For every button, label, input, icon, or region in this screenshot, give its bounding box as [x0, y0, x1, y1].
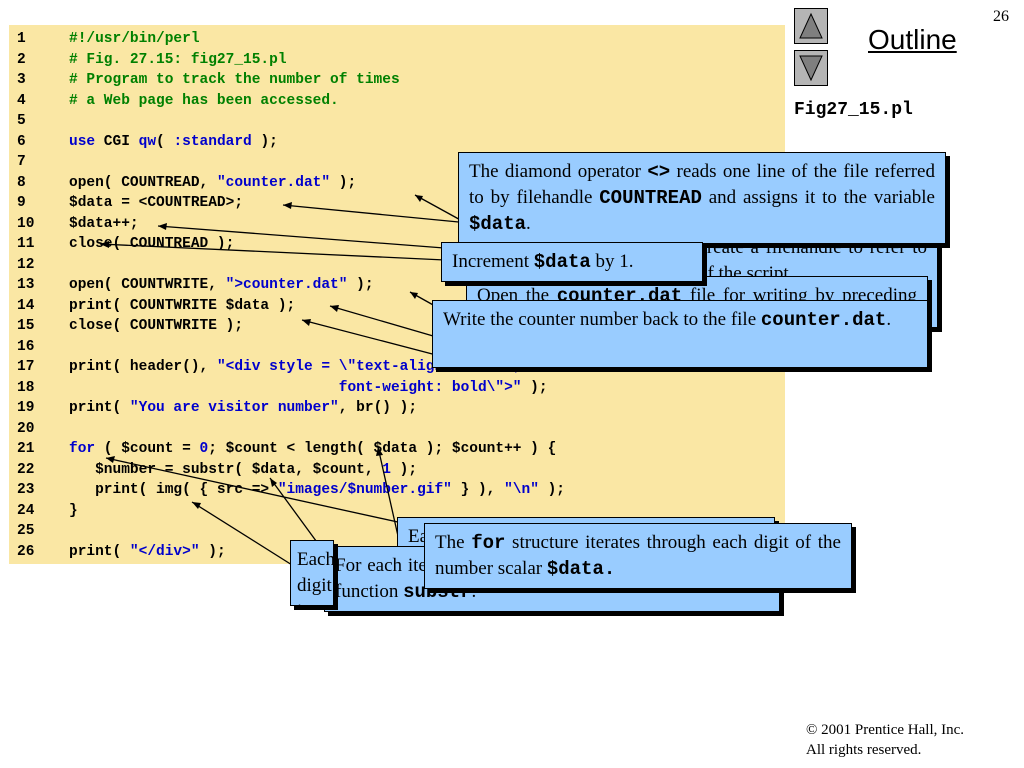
code-text: $data++;	[69, 215, 139, 232]
arrowhead	[415, 195, 423, 202]
arrow-write-to-line15	[301, 319, 441, 357]
arrow-substr-to-line22	[377, 446, 401, 546]
arrow-increment-to-line10	[157, 225, 471, 251]
line-number: 8	[17, 174, 26, 191]
arrow-image-to-line23	[191, 501, 301, 571]
code-text: font-weight: bold\">" );	[338, 379, 548, 396]
line-number: 2	[17, 51, 26, 68]
copyright-line1: © 2001 Prentice Hall, Inc.	[806, 722, 965, 738]
callout-increment: Increment $data by 1.	[441, 242, 703, 282]
line-number: 11	[17, 236, 35, 252]
outline-title[interactable]: Outline	[868, 24, 957, 55]
line-number: 23	[17, 482, 35, 498]
code-text: print( "</div>" );	[69, 543, 226, 560]
code-text: # Fig. 27.15: fig27_15.pl	[69, 51, 287, 68]
arrowhead	[302, 319, 311, 326]
slide-number: 26	[993, 8, 1009, 25]
code-text: print( "You are visitor number", br() );	[69, 400, 418, 416]
callout-text: Write the counter number back to the fil…	[443, 309, 892, 331]
code-text: }	[69, 502, 78, 519]
line-number: 25	[17, 523, 35, 539]
code-text: $data = <COUNTREAD>;	[69, 195, 244, 211]
arrowhead	[106, 456, 115, 463]
code-text: # Program to track the number of times	[69, 72, 400, 88]
previous-slide-button[interactable]	[794, 8, 828, 44]
arrowhead	[192, 502, 201, 509]
code-text: #!/usr/bin/perl	[69, 31, 200, 47]
callout-text: The for structure iterates through each …	[435, 532, 841, 580]
arrowhead	[376, 447, 383, 456]
line-number: 18	[17, 379, 35, 396]
line-number: 17	[17, 359, 35, 375]
up-triangle-icon	[799, 12, 823, 39]
callout-diamond-operator: The diamond operator <> reads one line o…	[458, 152, 946, 244]
next-slide-button[interactable]	[794, 50, 828, 86]
line-number: 4	[17, 92, 26, 109]
down-triangle-icon	[799, 55, 823, 82]
code-text: print( img( { src => "images/$number.gif…	[69, 482, 566, 498]
code-text: print( COUNTWRITE $data );	[69, 297, 296, 314]
line-number: 5	[17, 113, 26, 129]
arrowhead	[158, 223, 167, 230]
callout-text: Increment $data by 1.	[452, 251, 634, 273]
line-number: 1	[17, 31, 26, 47]
arrow-for-to-line21	[105, 457, 426, 529]
line-number: 24	[17, 502, 35, 519]
code-text: for ( $count = 0; $count < length( $data…	[69, 441, 557, 457]
code-text: # a Web page has been accessed.	[69, 92, 339, 109]
arrow-increment-to-line11	[99, 243, 446, 261]
line-number: 12	[17, 256, 35, 273]
callout-text: The diamond operator <> reads one line o…	[469, 161, 935, 235]
callout-text: Each digit is printed as an image.	[297, 549, 334, 605]
copyright-line2: All rights reserved.	[806, 742, 922, 758]
code-text: use CGI qw( :standard );	[69, 133, 278, 150]
line-number: 13	[17, 277, 35, 293]
line-number: 10	[17, 215, 35, 232]
arrow-write-to-line14	[329, 305, 441, 339]
line-number: 7	[17, 154, 26, 170]
line-number: 20	[17, 420, 35, 437]
line-number: 16	[17, 338, 35, 355]
arrowhead	[283, 202, 292, 209]
arrowhead	[270, 478, 277, 487]
arrowhead	[330, 305, 339, 312]
figure-label: Fig27_15.pl	[794, 100, 913, 120]
line-number: 15	[17, 318, 35, 334]
copyright: © 2001 Prentice Hall, Inc. All rights re…	[806, 720, 964, 760]
line-number: 9	[17, 195, 26, 211]
callout-write-counter: Write the counter number back to the fil…	[432, 300, 928, 368]
line-number: 21	[17, 441, 35, 457]
code-text: close( COUNTWRITE );	[69, 318, 244, 334]
line-number: 6	[17, 133, 26, 150]
line-number: 26	[17, 543, 35, 560]
code-text: open( COUNTREAD, "counter.dat" );	[69, 174, 357, 191]
arrowhead	[100, 241, 109, 248]
code-text: open( COUNTWRITE, ">counter.dat" );	[69, 277, 374, 293]
arrowhead	[410, 292, 418, 299]
callout-image-tag: Each digit is printed as an image.	[290, 540, 334, 606]
callout-for-structure: The for structure iterates through each …	[424, 523, 852, 589]
line-number: 19	[17, 400, 35, 416]
line-number: 3	[17, 72, 26, 88]
line-number: 14	[17, 297, 35, 314]
line-number: 22	[17, 461, 35, 478]
